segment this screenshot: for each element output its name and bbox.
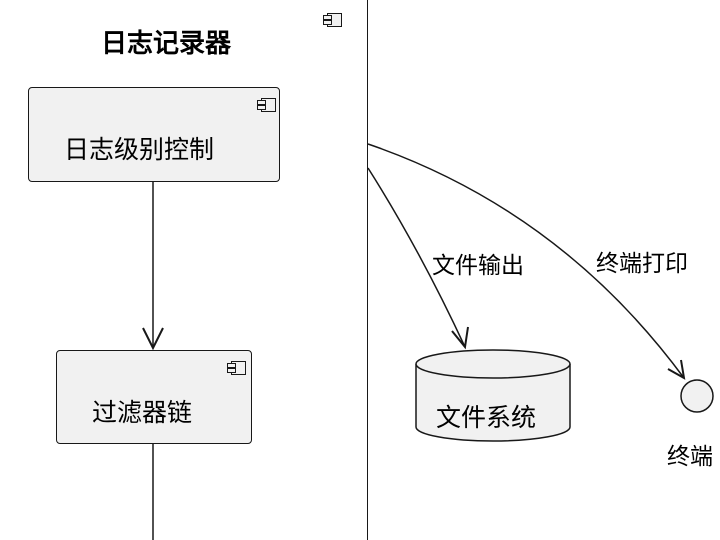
edge-file-output	[367, 167, 466, 348]
level-control-component: 日志级别控制	[28, 87, 280, 182]
edge-level-to-filter-arrowhead	[142, 327, 164, 351]
filter-chain-component-icon	[227, 361, 246, 375]
level-control-label: 日志级别控制	[63, 135, 214, 164]
terminal-label: 终端	[667, 444, 713, 470]
file-system-database	[415, 349, 571, 442]
edge-terminal-print-label: 终端打印	[596, 251, 688, 277]
file-system-label: 文件系统	[436, 403, 537, 432]
container-component-icon	[323, 13, 342, 27]
level-control-component-icon	[257, 98, 276, 112]
filter-chain-component: 过滤器链	[56, 350, 252, 444]
edge-file-output-arrowhead	[451, 326, 469, 350]
edge-terminal-print-arrowhead	[667, 359, 686, 380]
filter-chain-label: 过滤器链	[91, 398, 192, 427]
logger-container-title: 日志记录器	[100, 29, 231, 59]
edge-terminal-print	[367, 143, 685, 379]
terminal-interface-circle	[680, 379, 714, 413]
edge-file-output-label: 文件输出	[432, 253, 524, 279]
